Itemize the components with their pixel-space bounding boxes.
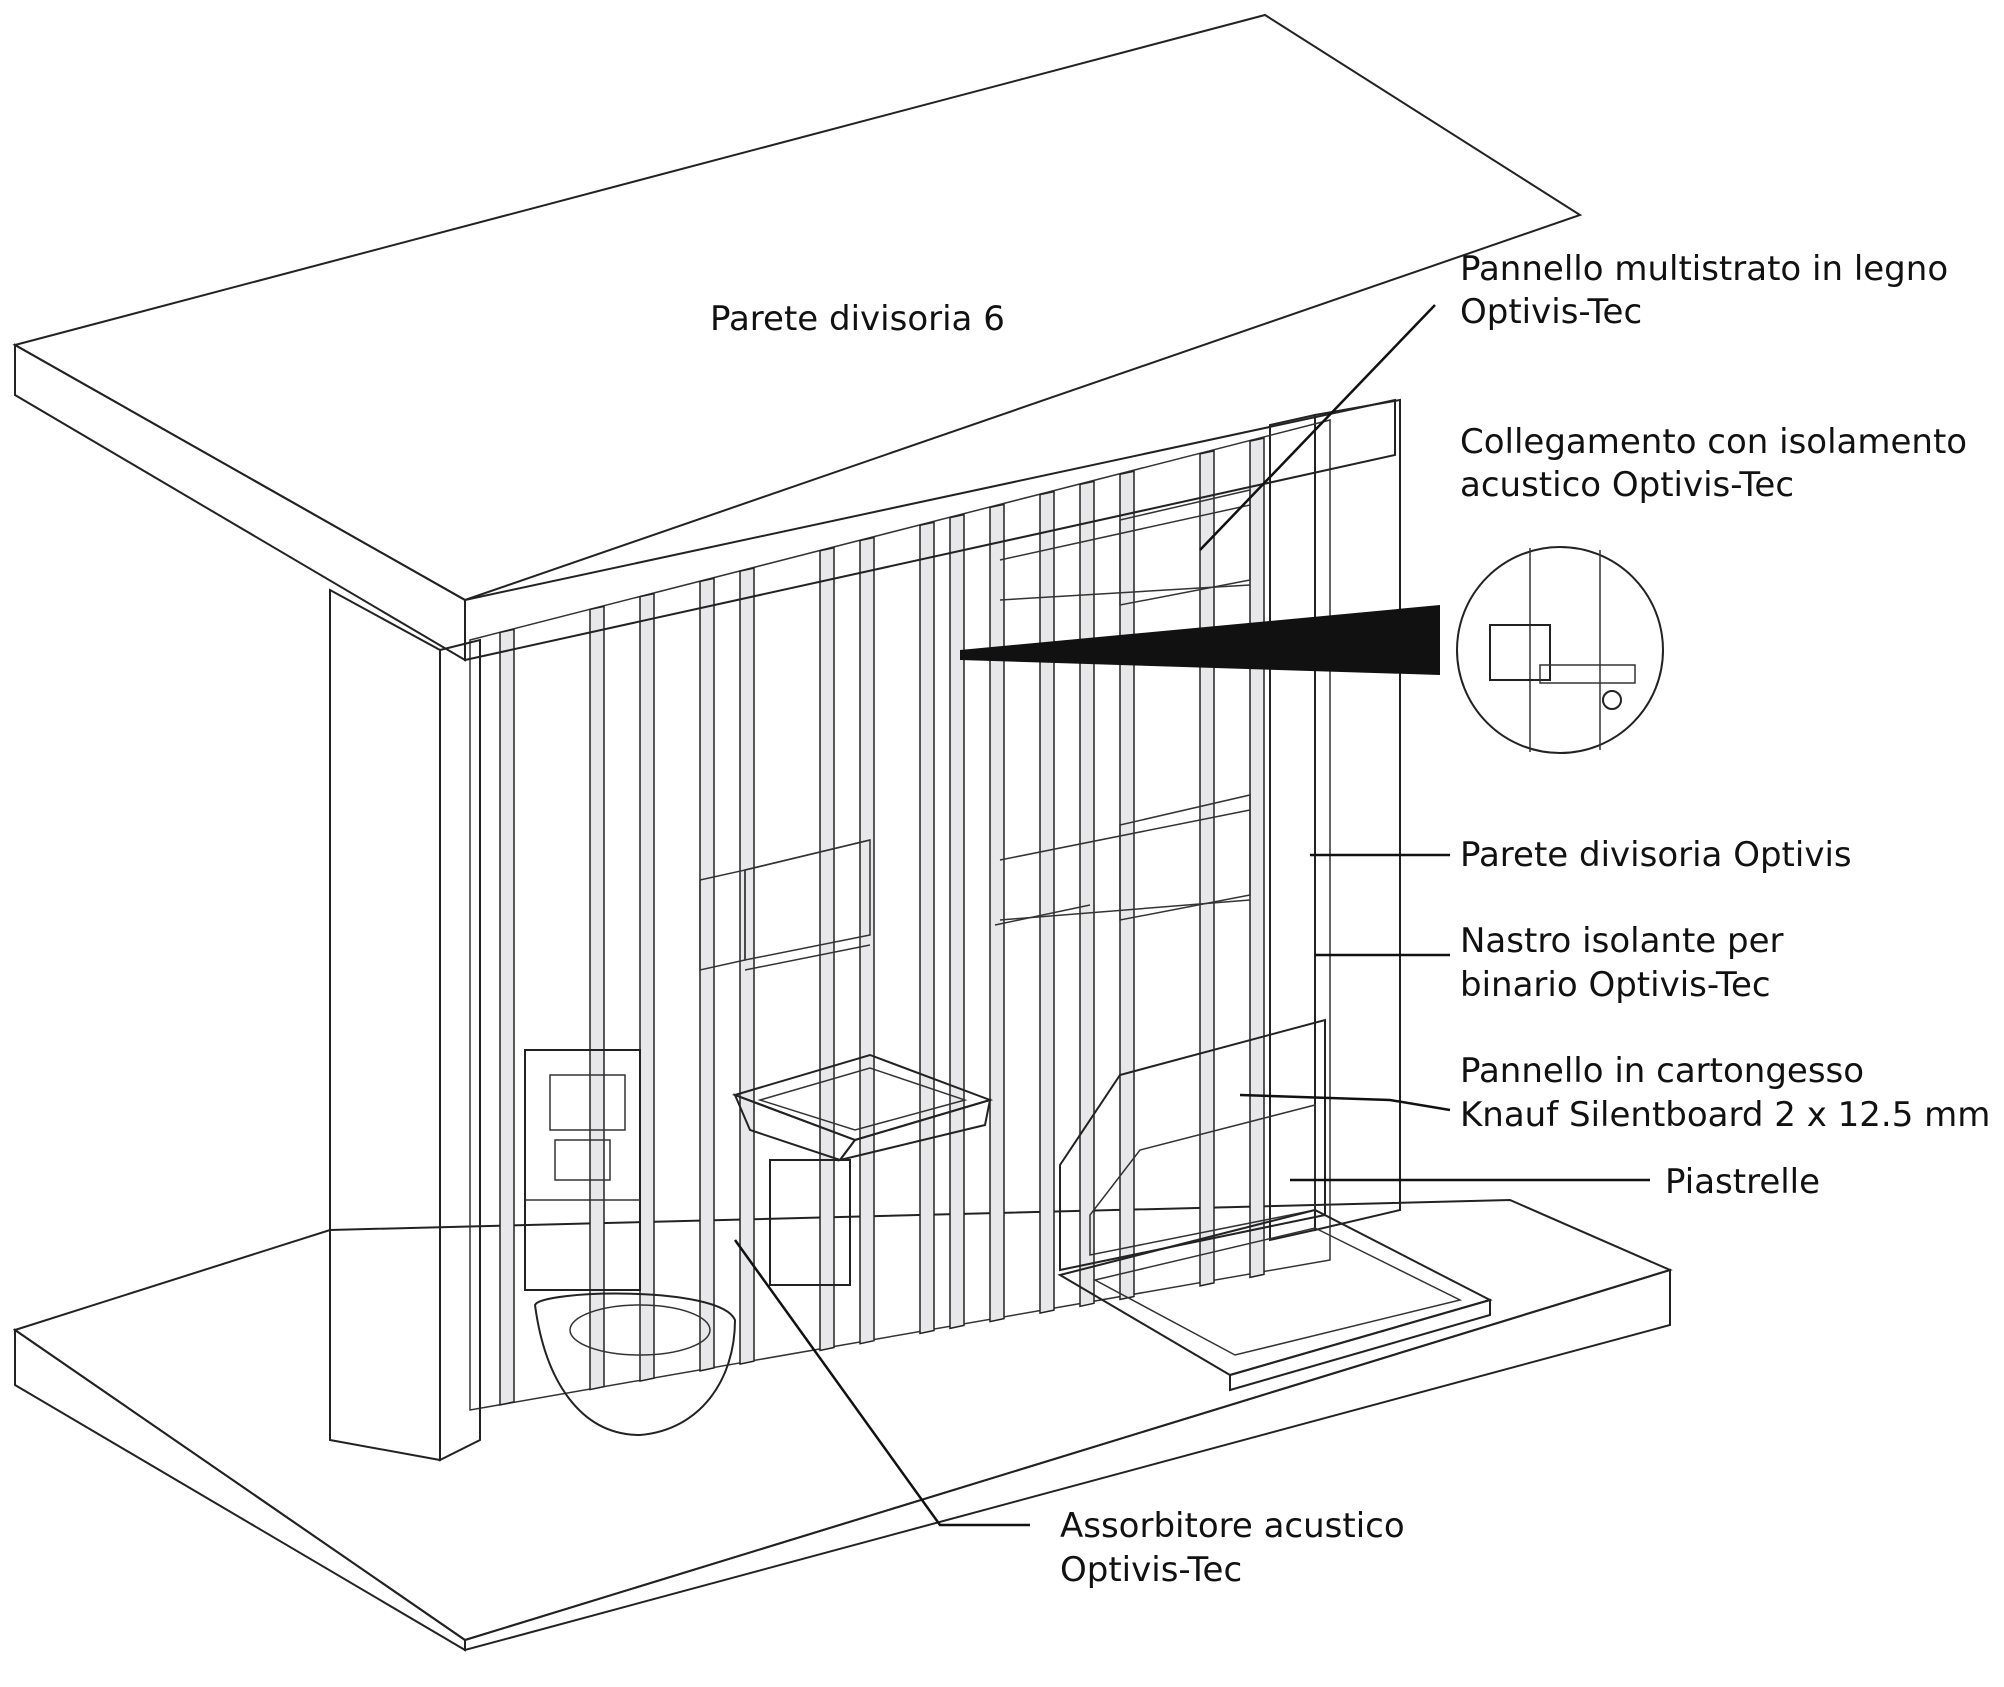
wood-panel-group [699, 489, 1251, 971]
label-parete-optivis: Parete divisoria Optivis [1460, 835, 1852, 875]
frame-stud [699, 577, 715, 1372]
label-cartongesso-line-1: Pannello in cartongesso [1460, 1051, 1864, 1091]
label-piastrelle: Piastrelle [1665, 1162, 1820, 1202]
wood-panel-middle [1119, 794, 1251, 921]
svg-text:Pannello multistrato in legno: Pannello multistrato in legno [1460, 249, 1948, 289]
right-wall-pillar [1269, 398, 1401, 1242]
left-wall-pillar [329, 588, 481, 1462]
wall-hung-toilet [533, 1292, 737, 1437]
label-collegamento: Collegamento con isolamento acustico Opt… [1460, 422, 1967, 505]
wood-panel-left [744, 839, 871, 961]
label-nastro-line-2: binario Optivis-Tec [1460, 965, 1771, 1005]
label-collegamento-line-1: Collegamento con isolamento [1460, 422, 1967, 462]
label-piastrelle-line-1: Piastrelle [1665, 1162, 1820, 1202]
washbasin [731, 1053, 994, 1286]
label-cartongesso-line-2: Knauf Silentboard 2 x 12.5 mm [1460, 1095, 1990, 1135]
svg-text:Assorbitore acustico: Assorbitore acustico [1060, 1506, 1405, 1546]
shower-tray [1057, 1208, 1493, 1392]
floor-slab [12, 1198, 1673, 1652]
frame-stud [639, 592, 655, 1383]
label-nastro-line-1: Nastro isolante per [1460, 921, 1784, 961]
svg-text:Collegamento con isolamento: Collegamento con isolamento [1460, 422, 1967, 462]
label-assorbitore-line-1: Assorbitore acustico [1060, 1506, 1405, 1546]
tile-layer [1089, 1104, 1316, 1256]
frame-stud [819, 546, 835, 1352]
label-nastro: Nastro isolante per binario Optivis-Tec [1460, 921, 1784, 1005]
svg-text:Optivis-Tec: Optivis-Tec [1460, 292, 1642, 332]
svg-text:Optivis-Tec: Optivis-Tec [1060, 1550, 1242, 1590]
label-assorbitore: Assorbitore acustico Optivis-Tec [1060, 1506, 1405, 1590]
frame-stud [1119, 470, 1135, 1301]
frame-stud [919, 521, 935, 1335]
title-text: Parete divisoria 6 [710, 299, 1005, 339]
label-cartongesso: Pannello in cartongesso Knauf Silentboar… [1460, 1051, 1990, 1135]
frame-stud [1199, 449, 1215, 1287]
silentboard-panel [1059, 1018, 1326, 1272]
frame-stud [589, 605, 605, 1391]
label-multistrato-line-1: Pannello multistrato in legno [1460, 249, 1948, 289]
svg-text:Knauf Silentboard 2 x 12.5 mm: Knauf Silentboard 2 x 12.5 mm [1460, 1095, 1990, 1135]
label-parete-optivis-line-1: Parete divisoria Optivis [1460, 835, 1852, 875]
diagram-title: Parete divisoria 6 [710, 299, 1005, 339]
label-multistrato-line-2: Optivis-Tec [1460, 292, 1642, 332]
ceiling-slab [12, 13, 1583, 662]
svg-text:Piastrelle: Piastrelle [1665, 1162, 1820, 1202]
svg-text:Parete divisoria 6: Parete divisoria 6 [710, 299, 1005, 339]
svg-text:Nastro isolante per: Nastro isolante per [1460, 921, 1784, 961]
silentboard-panel-group [1059, 1018, 1326, 1272]
frame-stud [1079, 480, 1095, 1308]
frame-stud [989, 503, 1005, 1323]
svg-text:acustico Optivis-Tec: acustico Optivis-Tec [1460, 465, 1794, 505]
frame-studs [499, 437, 1265, 1406]
frame-stud [1249, 437, 1265, 1279]
label-collegamento-line-2: acustico Optivis-Tec [1460, 465, 1794, 505]
frame-stud [499, 628, 515, 1406]
svg-text:Parete divisoria Optivis: Parete divisoria Optivis [1460, 835, 1852, 875]
leader-lines [733, 304, 1650, 1527]
svg-text:binario Optivis-Tec: binario Optivis-Tec [1460, 965, 1771, 1005]
acoustic-connection-detail [960, 546, 1664, 754]
wood-panel-upper [1119, 489, 1251, 606]
frame-stud [1039, 490, 1055, 1315]
frame-stud [949, 513, 965, 1330]
label-assorbitore-line-2: Optivis-Tec [1060, 1550, 1242, 1590]
wood-panel-left-2 [699, 869, 746, 971]
svg-text:Pannello in cartongesso: Pannello in cartongesso [1460, 1051, 1864, 1091]
label-multistrato: Pannello multistrato in legno Optivis-Te… [1460, 249, 1948, 332]
frame-stud [859, 536, 875, 1345]
frame-rails [744, 504, 1251, 971]
wc-cistern-frame [524, 1049, 641, 1291]
frame-stud [739, 567, 755, 1366]
